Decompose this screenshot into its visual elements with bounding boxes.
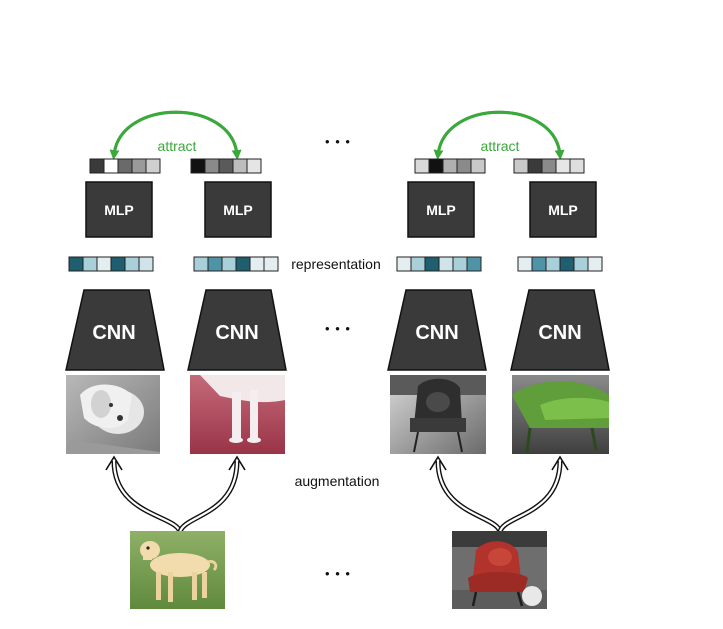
cnn-label: CNN	[415, 322, 458, 344]
representation-vector-3	[396, 256, 482, 272]
representation-vector-4	[517, 256, 603, 272]
mlp-block-3: MLP	[407, 181, 475, 238]
augmentation-label: augmentation	[295, 473, 380, 489]
mlp-label: MLP	[548, 202, 578, 218]
representation-vector-1	[68, 256, 154, 272]
augmented-view-chair-green	[512, 375, 609, 454]
attract-arrow-right	[433, 110, 565, 160]
mlp-block-2: MLP	[204, 181, 272, 238]
representation-vector-2	[193, 256, 279, 272]
augmented-view-dog-red	[190, 375, 285, 454]
attract-label-right: attract	[481, 138, 520, 154]
mlp-block-4: MLP	[529, 181, 597, 238]
ellipsis-top: • • •	[325, 134, 351, 149]
projection-vector-4	[513, 158, 585, 174]
cnn-label: CNN	[538, 322, 581, 344]
augmented-view-dog-grayscale	[66, 375, 160, 454]
mlp-label: MLP	[104, 202, 134, 218]
cnn-block-1: CNN	[65, 289, 165, 371]
cnn-label: CNN	[92, 322, 135, 344]
ellipsis-middle: • • •	[325, 321, 351, 336]
mlp-block-1: MLP	[85, 181, 153, 238]
representation-label: representation	[291, 256, 381, 272]
augmentation-arrows-dog	[105, 455, 246, 534]
projection-vector-3	[414, 158, 486, 174]
cnn-block-2: CNN	[187, 289, 287, 371]
cnn-block-3: CNN	[387, 289, 487, 371]
original-image-dog	[130, 531, 225, 609]
cnn-block-4: CNN	[510, 289, 610, 371]
mlp-label: MLP	[426, 202, 456, 218]
cnn-label: CNN	[215, 322, 258, 344]
mlp-label: MLP	[223, 202, 253, 218]
attract-label-left: attract	[158, 138, 197, 154]
projection-vector-2	[190, 158, 262, 174]
original-image-chair	[452, 531, 547, 609]
augmentation-arrows-chair	[429, 455, 569, 534]
attract-arrow-left	[109, 110, 242, 160]
projection-vector-1	[89, 158, 161, 174]
ellipsis-bottom: • • •	[325, 566, 351, 581]
augmented-view-chair-grayscale	[390, 375, 486, 454]
